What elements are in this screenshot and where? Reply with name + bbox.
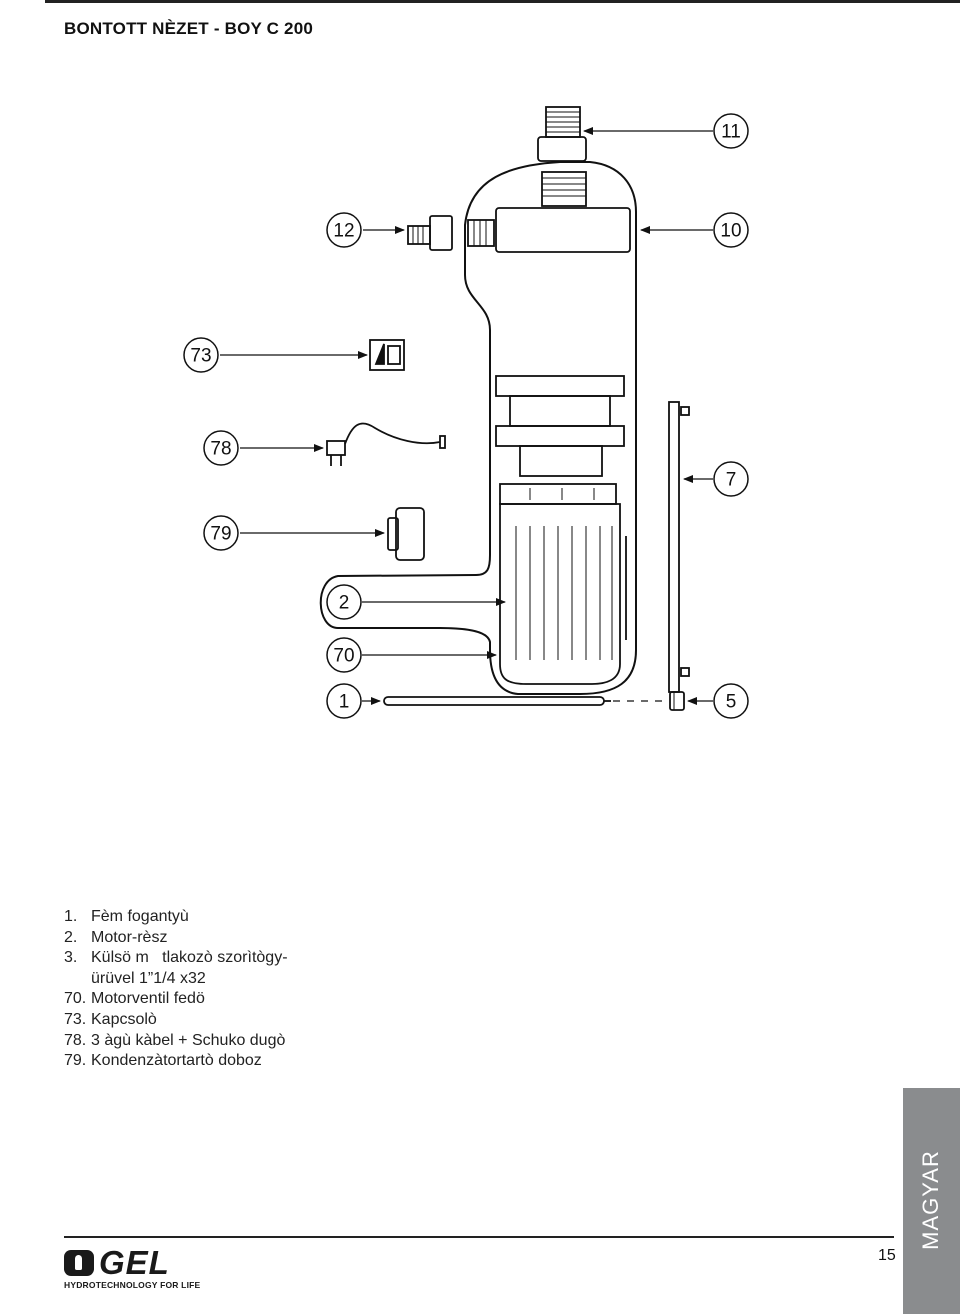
- brand-logo-icon: [64, 1250, 94, 1276]
- legend-item-number: 70.: [64, 990, 87, 1008]
- callout-73-circle: [183, 337, 219, 373]
- legend-item-text: Fèm fogantyù: [91, 908, 189, 925]
- top-rule: [45, 0, 960, 3]
- parts-legend: 1. Fèm fogantyù 2. Motor-rèsz 3. Külsö m…: [64, 907, 288, 1072]
- plate-part: [668, 401, 690, 693]
- footer-rule: [64, 1236, 894, 1238]
- head-block-part: [495, 171, 631, 253]
- callout-7-label: 7: [726, 470, 737, 491]
- callout-11-label: 11: [721, 122, 741, 143]
- legend-item-number: 78.: [64, 1031, 87, 1049]
- legend-item-number: 2.: [64, 928, 78, 946]
- callout-70-label: 70: [333, 646, 354, 667]
- callout-79-label: 79: [210, 524, 231, 545]
- housing-outline: [319, 161, 637, 695]
- legend-item: 73. Kapcsolò: [64, 1010, 288, 1031]
- page-title: BONTOTT NÈZET - BOY C 200: [64, 19, 314, 38]
- legend-item-text: Motorventil fedö: [91, 990, 205, 1008]
- callout-12-label: 12: [333, 221, 354, 242]
- legend-item-number: 3.: [64, 949, 78, 967]
- callout-78-circle: [203, 430, 239, 466]
- callout-1-label: 1: [339, 692, 350, 713]
- legend-item-text: Külsö m tlakozò szorìtògy-: [91, 949, 288, 967]
- page-number: 15: [878, 1247, 896, 1264]
- side-fitting-part: [407, 215, 495, 251]
- legend-item: 2. Motor-rèsz: [64, 928, 288, 949]
- language-tab: [903, 1088, 960, 1314]
- top-fitting-part: [537, 106, 587, 162]
- legend-item-number: 1.: [64, 908, 78, 925]
- motor-part: [495, 375, 627, 685]
- callout-5-circle: [713, 683, 749, 719]
- callout-2-label: 2: [339, 593, 350, 614]
- legend-item-text: 3 àgù kàbel + Schuko dugò: [91, 1031, 286, 1049]
- handle-rod-part: [383, 696, 668, 706]
- legend-item-text: Kapcsolò: [91, 1010, 157, 1028]
- callout-73-label: 73: [190, 346, 211, 367]
- callout-10-label: 10: [720, 221, 741, 242]
- cable-plug-part: [326, 422, 446, 466]
- legend-item-number: 73.: [64, 1010, 87, 1028]
- legend-item: 78. 3 àgù kàbel + Schuko dugò: [64, 1031, 288, 1052]
- callout-11-circle: [713, 113, 749, 149]
- callout-7-circle: [713, 461, 749, 497]
- callout-70-circle: [326, 637, 362, 673]
- nut-part: [669, 691, 685, 711]
- legend-item-number: 79.: [64, 1052, 87, 1070]
- legend-item: 1. Fèm fogantyù: [64, 907, 288, 928]
- legend-item: 79. Kondenzàtortartò doboz: [64, 1051, 288, 1072]
- callout-5-label: 5: [726, 692, 737, 713]
- capacitor-box-part: [387, 507, 425, 561]
- callout-2-circle: [326, 584, 362, 620]
- language-tab-label: MAGYAR: [918, 1150, 943, 1250]
- callout-10-circle: [713, 212, 749, 248]
- callout-79-circle: [203, 515, 239, 551]
- switch-part: [369, 339, 405, 371]
- exploded-view-diagram: 11 12 10 73 78 7 79 2 70 1 5: [183, 106, 749, 719]
- legend-item: 3. Külsö m tlakozò szorìtògy-: [64, 948, 288, 969]
- legend-item: 70. Motorventil fedö: [64, 989, 288, 1010]
- brand-tagline: HYDROTECHNOLOGY FOR LIFE: [64, 1280, 201, 1290]
- callout-1-circle: [326, 683, 362, 719]
- callout-78-label: 78: [210, 439, 231, 460]
- legend-item-continuation: ürüvel 1”1/4 x32: [91, 969, 206, 987]
- brand-logo-text: GEL: [99, 1244, 170, 1281]
- callout-12-circle: [326, 212, 362, 248]
- legend-item-text: Kondenzàtortartò doboz: [91, 1052, 262, 1070]
- legend-item-text: Motor-rèsz: [91, 928, 168, 946]
